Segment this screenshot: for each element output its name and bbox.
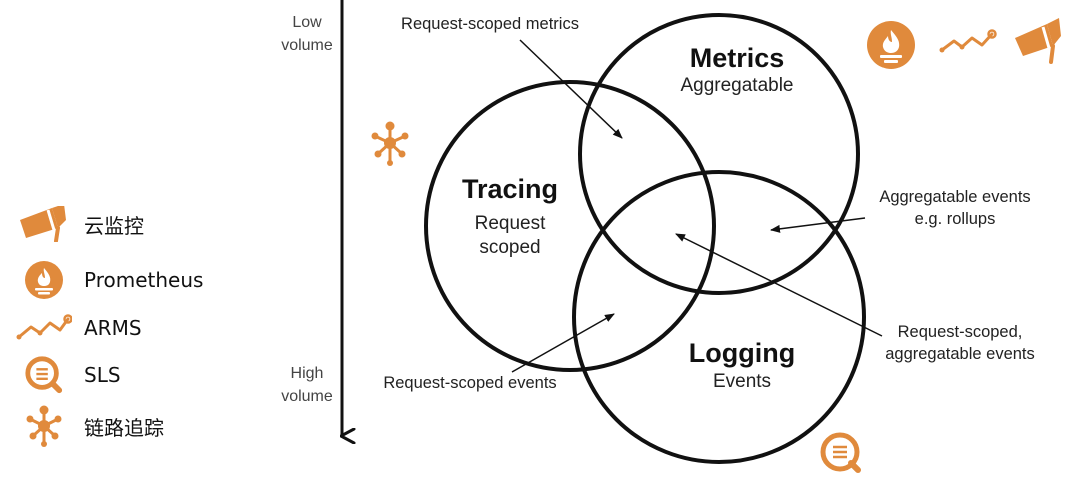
legend-label-trace: 链路追踪: [84, 415, 164, 440]
metrics-circle: [578, 13, 860, 295]
cloud-monitor-icon: [1015, 18, 1061, 64]
annotation-aggregatable-events-line1: Aggregatable events: [879, 188, 1030, 206]
metrics-title: Metrics: [690, 43, 785, 73]
logging-circle: [572, 170, 866, 464]
tracing-subtitle-line1: Request: [475, 213, 546, 234]
legend-item-trace: 链路追踪: [16, 405, 256, 447]
arrow-aggregatable-events: [770, 217, 866, 233]
trace-icon: [16, 405, 72, 447]
arrow-request-scoped-metrics: [519, 39, 623, 139]
metrics-subtitle: Aggregatable: [680, 75, 793, 96]
annotation-request-scoped-aggregatable-line1: Request-scoped,: [898, 323, 1023, 341]
axis-high-label-line2: volume: [281, 388, 333, 405]
trace-icon: [371, 121, 409, 166]
axis-low-label-line1: Low: [292, 14, 322, 31]
annotation-request-scoped-metrics: Request-scoped metrics: [401, 15, 579, 33]
tracing-title: Tracing: [462, 174, 558, 204]
axis-top-label: Low volume: [281, 14, 333, 54]
axis-low-label-line2: volume: [281, 37, 333, 54]
arrow-request-scoped-aggregatable: [675, 233, 883, 337]
legend-item-prometheus: Prometheus: [16, 260, 256, 300]
arms-icon: [16, 308, 72, 348]
legend-item-arms: ARMS: [16, 308, 256, 348]
axis-bottom-label: High volume: [281, 365, 333, 405]
logging-title: Logging: [689, 338, 795, 368]
legend-label-sls: SLS: [84, 363, 121, 387]
axis-high-label-line1: High: [291, 365, 324, 382]
legend-label-cloud-monitor: 云监控: [84, 213, 144, 238]
logging-subtitle: Events: [713, 371, 771, 392]
legend-item-sls: SLS: [16, 355, 256, 395]
sls-icon: [820, 432, 861, 473]
sls-icon: [16, 355, 72, 395]
prometheus-icon: [867, 21, 915, 69]
tracing-subtitle-line2: scoped: [479, 237, 540, 258]
legend-label-arms: ARMS: [84, 316, 142, 340]
tracing-circle: [424, 80, 716, 372]
annotation-aggregatable-events-line2: e.g. rollups: [915, 210, 996, 228]
prometheus-icon: [16, 260, 72, 300]
cloud-monitor-icon: [16, 204, 72, 244]
legend-label-prometheus: Prometheus: [84, 268, 204, 292]
arrow-request-scoped-events: [511, 313, 615, 373]
annotation-request-scoped-events: Request-scoped events: [383, 374, 556, 392]
arms-icon: [939, 29, 997, 53]
annotation-request-scoped-aggregatable-line2: aggregatable events: [885, 345, 1035, 363]
legend-item-cloud-monitor: 云监控: [16, 204, 256, 244]
